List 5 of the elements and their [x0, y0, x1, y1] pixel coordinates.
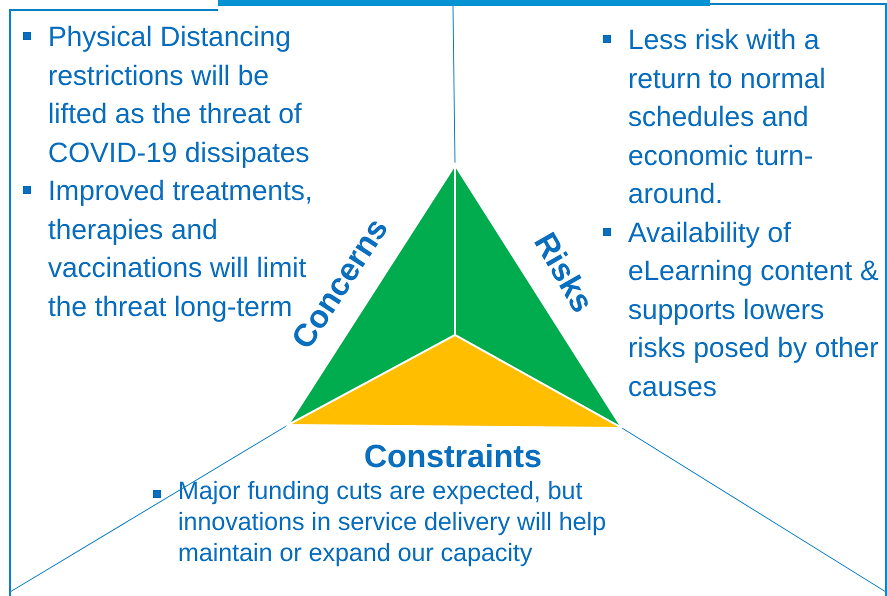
bullet-text: Less risk with a return to normal schedules and economic turn-around. [600, 21, 886, 214]
bullet-text: Physical Distancing restrictions will be lifted as the threat of COVID-19 dissipates [20, 18, 320, 172]
bullet-text: Major funding cuts are expected, but innovations in service delivery will help maintain or expand our capacity [150, 476, 695, 569]
section-heading: Constraints [364, 438, 542, 474]
bullet-text: Availability of eLearning content & supports lowers risks posed by other causes [600, 214, 886, 406]
